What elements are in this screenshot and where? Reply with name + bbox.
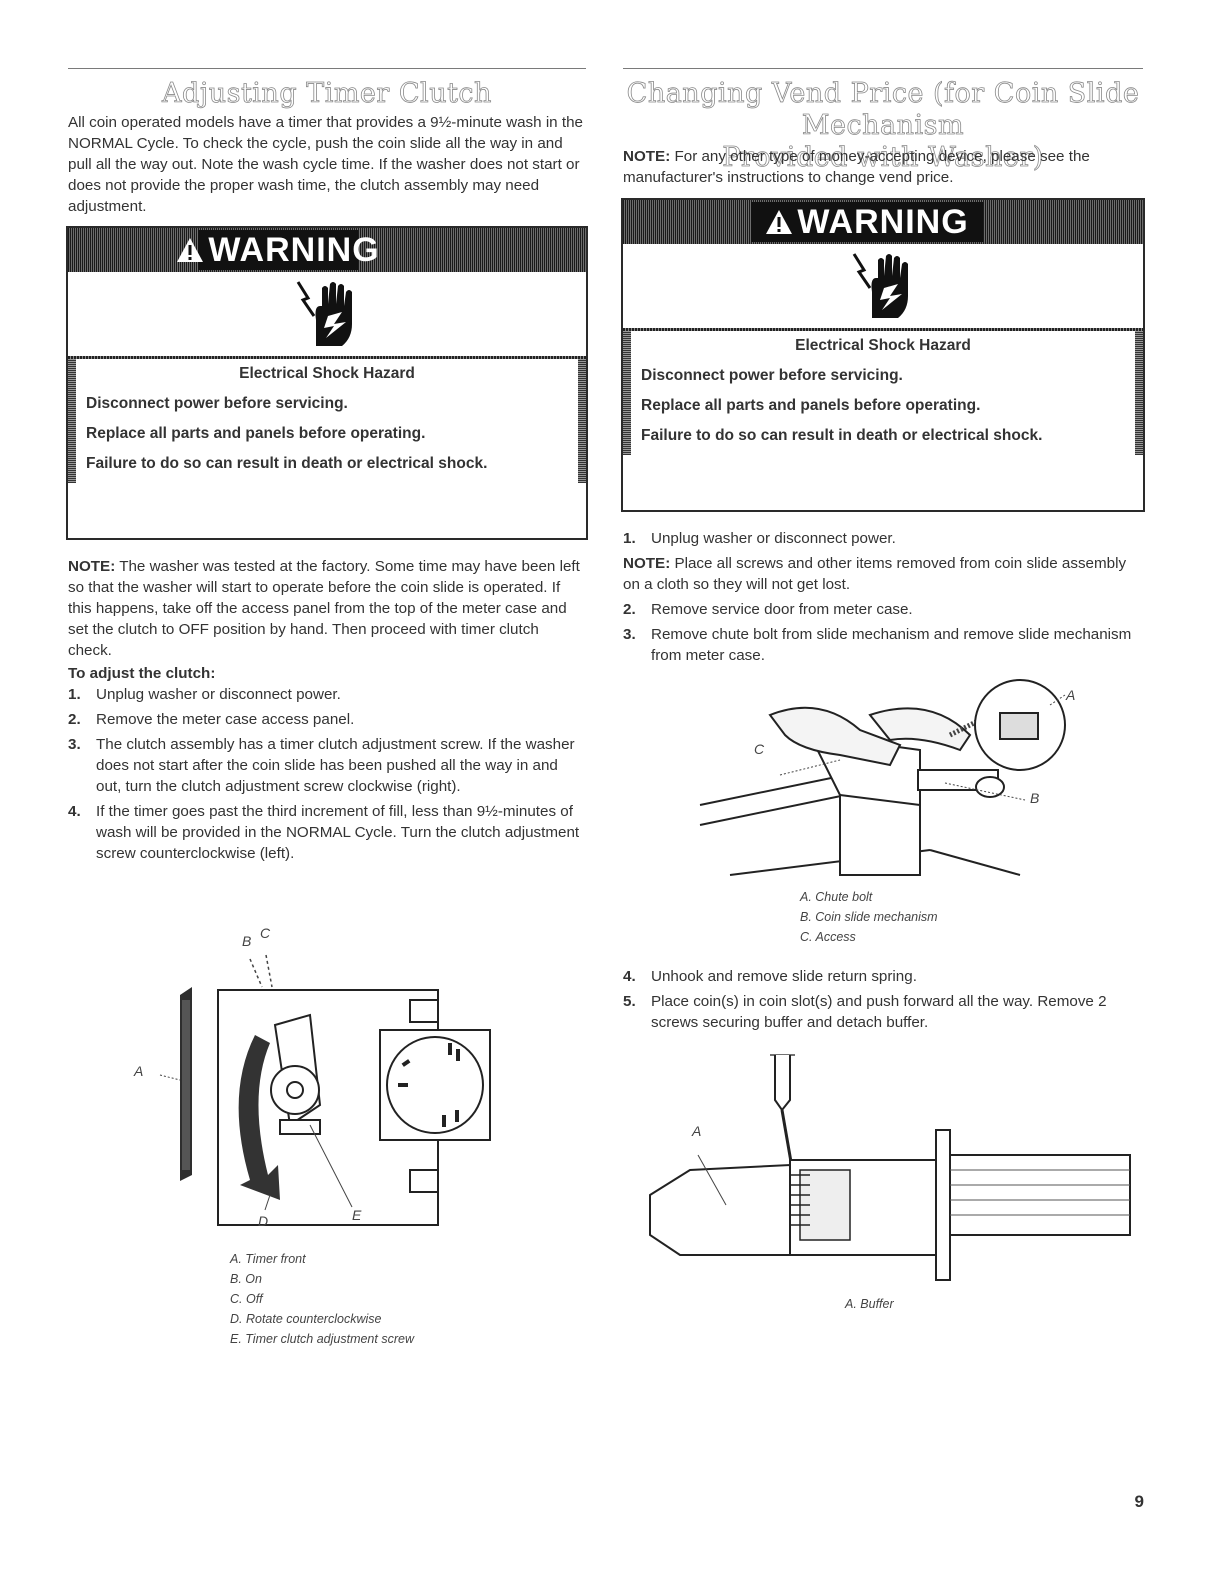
warning-header-band: WARNING: [623, 200, 1143, 244]
list-item: 1.Unplug washer or disconnect power.: [623, 530, 896, 547]
figure-label-b: B: [242, 933, 252, 949]
hazard-name: Electrical Shock Hazard: [795, 337, 971, 354]
warning-line: Disconnect power before servicing.: [641, 367, 903, 384]
right-warning-box: WARNING Electrical Shock Hazard Disconne…: [621, 198, 1145, 512]
figure-label-e: E: [352, 1207, 362, 1223]
coin-slide-removal-figure: A B C: [690, 675, 1090, 885]
shock-hazard-area: [623, 244, 1143, 328]
right-figure-2-captions: A. Buffer: [845, 1297, 894, 1311]
warning-header-band: WARNING: [68, 228, 586, 272]
timer-clutch-figure: B C A D E: [130, 925, 510, 1245]
warning-title: WARNING: [177, 230, 379, 270]
list-item: 2.Remove service door from meter case.: [623, 601, 913, 618]
left-steps-list: 1.Unplug washer or disconnect power. 2.R…: [68, 684, 586, 864]
figure-label-c: C: [754, 741, 765, 757]
buffer-figure: A: [640, 1045, 1140, 1285]
page-number: 9: [1134, 1492, 1144, 1511]
warning-line: Replace all parts and panels before oper…: [86, 425, 426, 442]
electric-shock-hand-icon: [292, 276, 362, 350]
right-note-2: NOTE: Place all screws and other items r…: [623, 555, 1127, 593]
list-item: 2.Remove the meter case access panel.: [68, 711, 355, 728]
left-intro-paragraph: All coin operated models have a timer th…: [68, 114, 583, 215]
right-steps-section-1: 1.Unplug washer or disconnect power. NOT…: [623, 528, 1143, 670]
hazard-name: Electrical Shock Hazard: [239, 365, 415, 382]
warning-triangle-icon: [765, 209, 793, 235]
electric-shock-hand-icon: [848, 248, 918, 322]
list-item: 1.Unplug washer or disconnect power.: [68, 686, 341, 703]
list-item: 3.Remove chute bolt from slide mechanism…: [623, 626, 1132, 664]
figure-label-d: D: [258, 1213, 269, 1229]
warning-line: Replace all parts and panels before oper…: [641, 397, 981, 414]
right-figure-1-captions: A. Chute bolt B. Coin slide mechanism C.…: [800, 890, 938, 944]
left-figure-captions: A. Timer front B. On C. Off D. Rotate co…: [230, 1252, 414, 1346]
left-top-rule: [68, 68, 586, 69]
figure-label-a: A: [692, 1123, 702, 1139]
figure-label-a: A: [1066, 687, 1076, 703]
warning-line: Failure to do so can result in death or …: [86, 455, 488, 472]
list-item: 3.The clutch assembly has a timer clutch…: [68, 736, 575, 795]
warning-body: Electrical Shock Hazard Disconnect power…: [68, 359, 586, 483]
left-note: NOTE: The washer was tested at the facto…: [68, 558, 580, 659]
list-item: 4.If the timer goes past the third incre…: [68, 803, 580, 862]
left-note-and-steps: NOTE: The washer was tested at the facto…: [68, 556, 586, 868]
figure-label-b: B: [1030, 790, 1040, 806]
warning-title: WARNING: [751, 202, 983, 242]
right-section-heading: Changing Vend Price (for Coin Slide Mech…: [626, 78, 1140, 174]
warning-line: Disconnect power before servicing.: [86, 395, 348, 412]
warning-triangle-icon: [176, 237, 204, 263]
right-note-1: NOTE: For any other type of money-accept…: [623, 148, 1090, 186]
list-item: 5.Place coin(s) in coin slot(s) and push…: [623, 993, 1107, 1031]
figure-label-a: A: [134, 1063, 144, 1079]
left-section-heading: Adjusting Timer Clutch: [162, 78, 492, 110]
right-top-rule: [623, 68, 1143, 69]
figure-label-c: C: [260, 925, 271, 941]
left-subhead: To adjust the clutch:: [68, 665, 216, 682]
right-steps-section-2: 4.Unhook and remove slide return spring.…: [623, 966, 1143, 1037]
warning-body: Electrical Shock Hazard Disconnect power…: [623, 331, 1143, 455]
left-warning-box: WARNING Electrical Shock Hazard Disconne…: [66, 226, 588, 540]
list-item: 4.Unhook and remove slide return spring.: [623, 968, 917, 985]
warning-line: Failure to do so can result in death or …: [641, 427, 1043, 444]
shock-hazard-area: [68, 272, 586, 356]
